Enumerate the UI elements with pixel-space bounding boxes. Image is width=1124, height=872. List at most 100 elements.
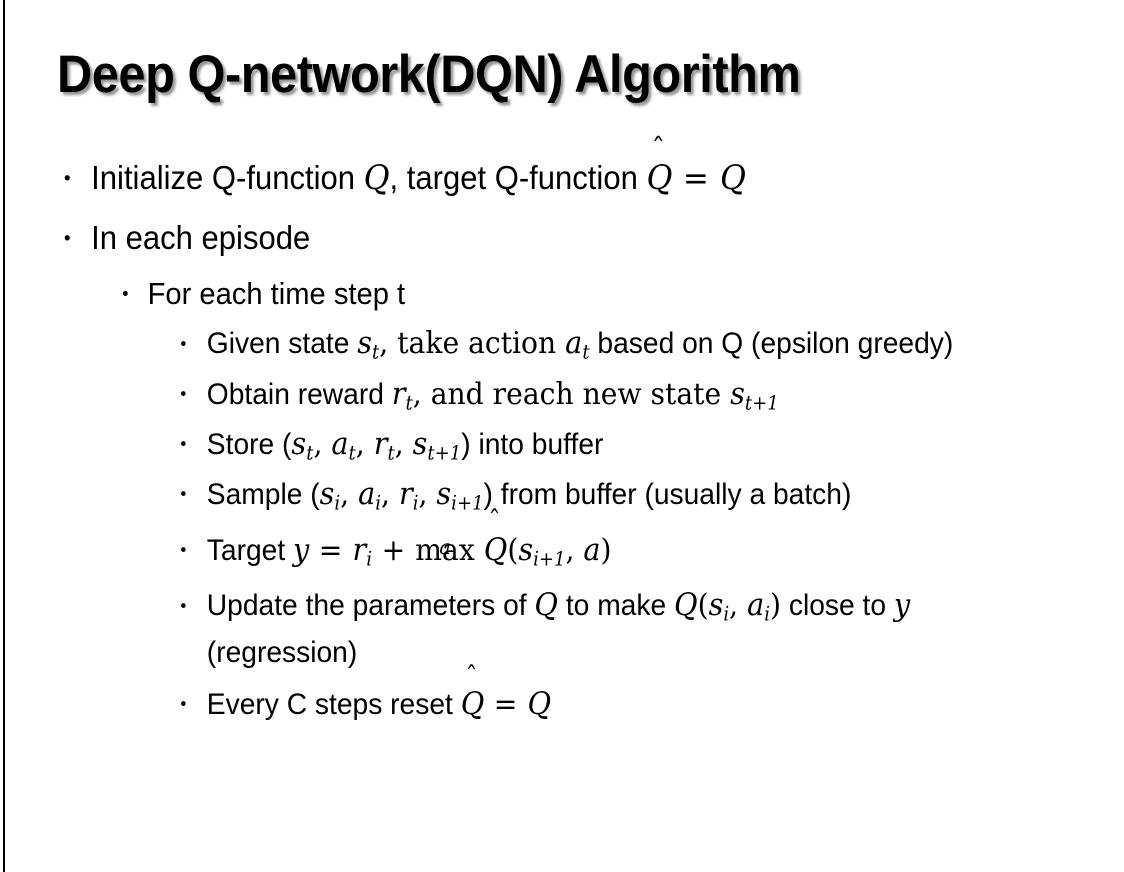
text-run: Sample (	[206, 478, 320, 511]
math-var-q: Q	[363, 158, 390, 197]
math-max-underset: a	[439, 535, 451, 560]
math-var-s: s	[436, 477, 452, 512]
math-subscript: i+1	[533, 547, 566, 571]
bullet-in-each-episode: • In each episode	[0, 208, 1057, 268]
math-paren-open: (	[697, 588, 709, 623]
math-subscript: i	[412, 491, 419, 515]
bullet-text: Given state st, take action at based on …	[207, 320, 1029, 367]
math-subscript: i	[375, 491, 382, 515]
math-subscript: t	[306, 441, 314, 465]
bullet-update-parameters: • Update the parameters of Q to make Q(s…	[0, 582, 1057, 676]
bullet-marker: •	[178, 541, 189, 561]
bullet-for-each-time-step: • For each time step t	[0, 268, 1057, 320]
math-var-a: a	[358, 477, 376, 512]
math-var-s: s	[708, 588, 724, 623]
hat-accent-icon: ˆ	[651, 131, 666, 166]
text-run: Store (	[206, 428, 292, 461]
bullet-text: Initialize Q-function Q, target Q-functi…	[91, 134, 1056, 208]
math-var: Q	[460, 687, 485, 722]
math-equals: =	[484, 687, 528, 722]
bullet-marker: •	[178, 335, 189, 355]
math-paren-open: (	[507, 533, 519, 568]
math-var-r: r	[352, 533, 367, 568]
text-run: Target	[206, 534, 294, 567]
slide-left-border	[3, 0, 5, 872]
math-var-r: r	[398, 477, 413, 512]
math-subscript: i	[764, 602, 770, 626]
bullet-text: Obtain reward rt, and reach new state st…	[207, 370, 1029, 420]
text-run: Every C steps reset	[206, 688, 461, 721]
math-subscript: i	[334, 491, 341, 515]
bullet-sample-batch: • Sample (si, ai, ri, si+1) from buffer …	[0, 470, 1057, 520]
math-var-q: Q	[673, 588, 698, 623]
math-var-r: r	[391, 377, 406, 412]
math-separator: ,	[313, 427, 332, 462]
bullet-text: In each episode	[91, 219, 311, 256]
math-subscript: i	[723, 602, 730, 626]
text-run: , target Q-function	[389, 159, 647, 196]
text-run: Obtain reward	[206, 378, 392, 411]
text-run: based on Q (epsilon greedy)	[589, 327, 954, 360]
text-run: , and reach new state	[412, 377, 731, 412]
math-separator: ,	[381, 477, 399, 512]
text-run: Update the parameters of	[206, 589, 535, 622]
bullet-marker: •	[178, 435, 189, 455]
slide-body: • Initialize Q-function Q, target Q-func…	[0, 134, 1124, 734]
math-var: Q	[483, 533, 508, 568]
hat-accent-icon: ˆ	[488, 505, 501, 536]
math-var-s: s	[730, 377, 745, 412]
math-separator: ,	[418, 477, 437, 512]
spacer	[475, 533, 484, 568]
text-run: Given state	[206, 327, 358, 360]
math-plus: +	[372, 533, 416, 568]
bullet-text: Store (st, at, rt, st+1) into buffer	[207, 420, 1029, 470]
slide-title: Deep Q-network(DQN) Algorithm	[57, 45, 801, 104]
math-var-a: a	[565, 326, 583, 361]
math-var-a: a	[747, 588, 765, 623]
text-run: Initialize Q-function	[91, 159, 364, 196]
math-var-y: y	[293, 533, 310, 568]
text-run: , take action	[379, 326, 566, 361]
text-run: ) into buffer	[461, 428, 604, 461]
math-subscript: t	[405, 391, 413, 415]
math-var-q: Q	[534, 588, 559, 623]
bullet-text: Sample (si, ai, ri, si+1) from buffer (u…	[207, 470, 1029, 520]
math-var-s: s	[412, 427, 428, 462]
bullet-marker: •	[120, 284, 131, 305]
math-max-label: max	[415, 533, 475, 568]
math-paren-close: )	[769, 588, 782, 623]
math-var-q: Q	[527, 687, 552, 722]
math-var-a: a	[331, 427, 349, 462]
text-run: close to	[781, 589, 894, 622]
math-subscript: t	[387, 441, 395, 465]
math-var-y: y	[893, 588, 911, 623]
math-subscript: t	[348, 441, 356, 465]
math-var-r: r	[373, 427, 388, 462]
math-var-s: s	[518, 533, 534, 568]
math-subscript: i+1	[451, 491, 484, 515]
bullet-obtain-reward: • Obtain reward rt, and reach new state …	[0, 370, 1057, 420]
bullet-marker: •	[178, 597, 189, 617]
math-var-s: s	[291, 427, 307, 462]
math-subscript: t+1	[744, 391, 779, 415]
math-equals: =	[309, 533, 353, 568]
math-subscript: t	[582, 340, 590, 364]
bullet-store-transition: • Store (st, at, rt, st+1) into buffer	[0, 420, 1057, 470]
bullet-text: Update the parameters of Q to make Q(si,…	[207, 582, 1029, 676]
text-run: ) from buffer (usually a batch)	[483, 478, 852, 511]
math-paren-close: )	[600, 533, 612, 568]
math-var-s: s	[319, 477, 335, 512]
math-var: Q	[646, 158, 673, 197]
math-separator: ,	[340, 477, 359, 512]
math-var-q: Q	[719, 158, 746, 197]
math-equals: =	[672, 158, 720, 197]
bullet-marker: •	[178, 485, 189, 505]
math-separator: ,	[565, 533, 584, 568]
